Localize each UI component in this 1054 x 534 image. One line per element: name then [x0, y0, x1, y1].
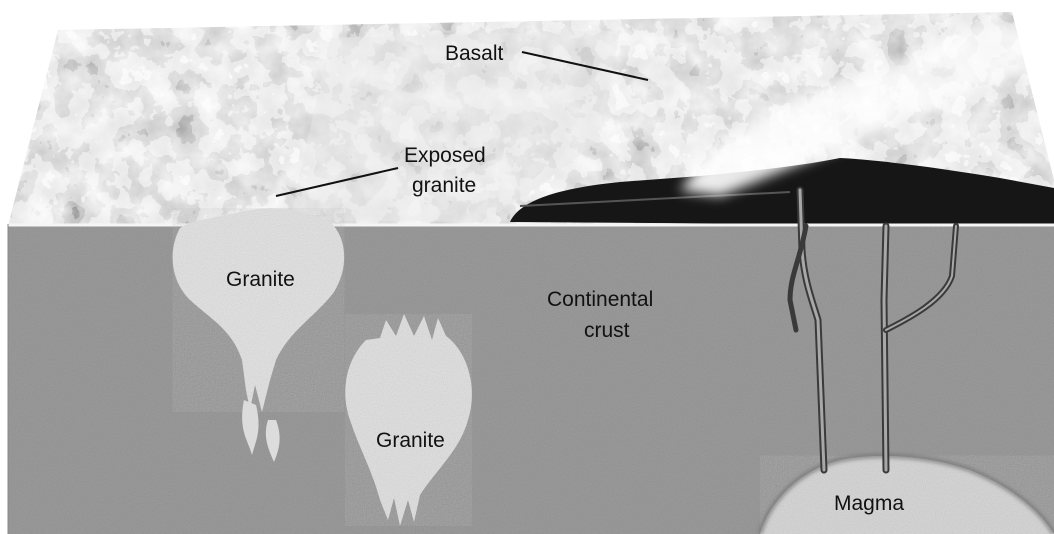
basalt-label: Basalt	[445, 42, 504, 65]
granite-lower-label: Granite	[376, 429, 445, 452]
continental-crust-label-line2: crust	[584, 319, 630, 342]
continental-crust-label-line1: Continental	[547, 288, 653, 311]
granite-upper-label: Granite	[226, 268, 295, 291]
magma-label: Magma	[834, 492, 904, 515]
exposed-granite-label-line1: Exposed	[404, 144, 486, 167]
exposed-granite-label-line2: granite	[412, 174, 476, 197]
